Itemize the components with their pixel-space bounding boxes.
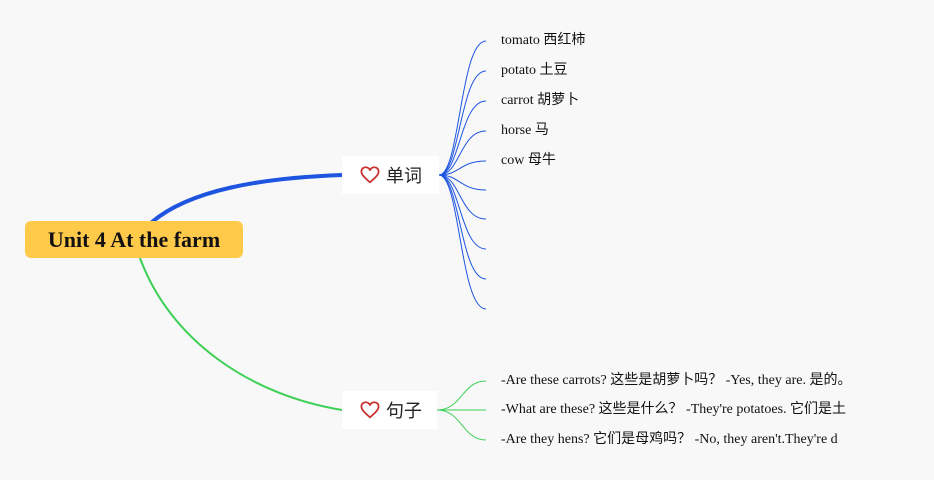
- branch-sentences[interactable]: 句子: [342, 391, 437, 429]
- word-leaf-tomato[interactable]: tomato 西红柿: [501, 33, 586, 48]
- words-leaf-connectors: [438, 40, 487, 310]
- branch-words-label: 单词: [386, 166, 422, 187]
- sentence-leaf-hens[interactable]: -Are they hens? 它们是母鸡吗？ -No, they aren't…: [501, 432, 838, 447]
- root-topic[interactable]: Unit 4 At the farm: [25, 221, 243, 258]
- sentence-leaf-carrots[interactable]: -Are these carrots? 这些是胡萝卜吗？ -Yes, they …: [501, 373, 846, 388]
- heart-icon: [360, 166, 380, 184]
- branch-words[interactable]: 单词: [342, 156, 439, 194]
- word-leaf-horse[interactable]: horse 马: [501, 123, 549, 138]
- word-leaf-potato[interactable]: potato 土豆: [501, 63, 568, 78]
- root-words-connector: [150, 173, 344, 224]
- root-sentences-connector: [139, 257, 343, 411]
- sentence-leaf-potatoes[interactable]: -What are these? 这些是什么？ -They're potatoe…: [501, 402, 846, 417]
- word-leaf-cow[interactable]: cow 母牛: [501, 153, 556, 168]
- word-leaf-carrot[interactable]: carrot 胡萝卜: [501, 93, 580, 108]
- heart-icon: [360, 401, 380, 419]
- branch-sentences-label: 句子: [386, 401, 422, 422]
- sentences-leaf-connectors: [436, 380, 487, 441]
